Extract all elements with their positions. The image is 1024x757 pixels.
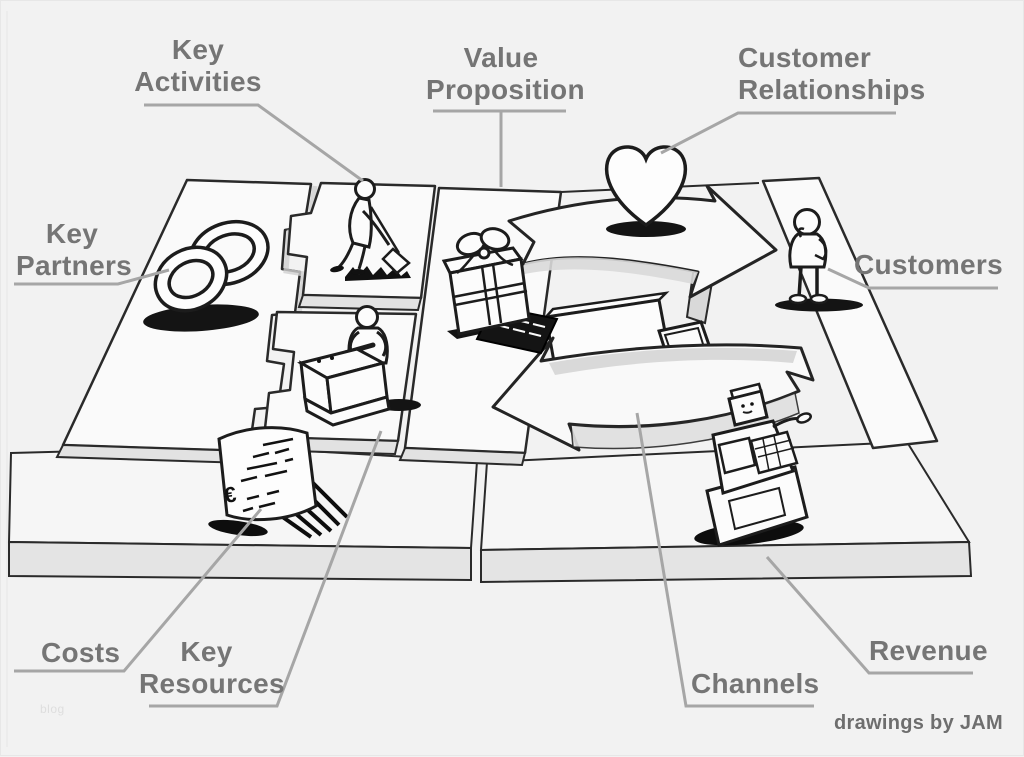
- costs-leader-line: [14, 508, 263, 673]
- customer-relationships-arrow: [507, 184, 778, 299]
- key-resources-leader-line: [149, 430, 383, 708]
- blog-watermark: blog: [40, 702, 65, 716]
- label-channels: Channels: [691, 668, 820, 699]
- revenue-leader-line: [765, 556, 973, 675]
- attribution-text: drawings by JAM: [834, 712, 1003, 734]
- cash-register-icon: [694, 382, 812, 547]
- euro-symbol: €: [222, 481, 238, 507]
- customers-leader-line: [827, 267, 998, 290]
- channels-leader-line: [635, 412, 814, 708]
- euro-invoice-icon: €: [208, 426, 349, 539]
- key-activities-leader-line: [144, 103, 364, 183]
- channels-arrow: [491, 336, 815, 452]
- label-key-activities: Key Activities: [134, 34, 262, 98]
- standing-person-icon: [775, 208, 863, 312]
- gift-box-icon: [441, 227, 559, 355]
- label-revenue: Revenue: [869, 635, 988, 666]
- interlocked-rings-icon: [143, 219, 270, 332]
- customer-relationships-leader-line: [660, 111, 896, 155]
- heart-shadow: [606, 221, 686, 237]
- label-customer-relationships: Customer Relationships: [738, 42, 926, 106]
- heart-icon: [604, 145, 688, 228]
- key-partners-leader-line: [14, 268, 170, 286]
- digging-person-icon: [330, 178, 411, 281]
- value-proposition-leader-line: [433, 109, 566, 187]
- label-costs: Costs: [41, 637, 121, 668]
- label-customers: Customers: [854, 249, 1003, 280]
- label-key-resources: Key Resources: [139, 636, 285, 700]
- label-key-partners: Key Partners: [16, 218, 133, 282]
- person-with-machine-icon: [297, 305, 421, 427]
- label-value-proposition: Value Proposition: [426, 42, 585, 106]
